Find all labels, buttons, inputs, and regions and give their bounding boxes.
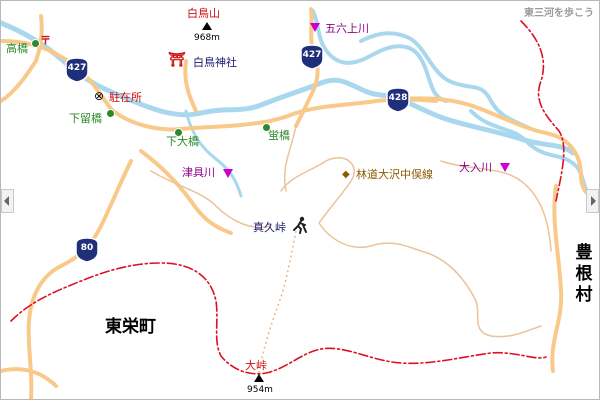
chevron-left-icon[interactable] [1, 189, 14, 213]
river-marker-icon [500, 163, 510, 172]
route-number: 427 [67, 63, 87, 73]
route-shield: 427 [64, 57, 90, 83]
road-north-branch [183, 59, 198, 113]
mountain-elevation-north: 968m [194, 33, 220, 43]
shrine-name: 白鳥神社 [193, 56, 237, 69]
forest-road-name: 林道大沢中俣線 [356, 168, 433, 181]
torii-gate-icon: ⛩ [168, 52, 186, 68]
post-office-icon: 〒 [40, 34, 51, 47]
pass-name: 真久峠 [253, 221, 286, 234]
route-shield: 80 [74, 237, 100, 263]
summit-icon [254, 374, 264, 382]
bridge-marker [174, 128, 183, 137]
hiker-icon [293, 216, 307, 234]
forest-road-osawa [280, 157, 542, 338]
road-northwest [1, 14, 44, 103]
bridge-marker [106, 109, 115, 118]
peak-elevation-south: 954m [247, 385, 273, 395]
route-number: 80 [80, 243, 94, 253]
river-name: 五六上川 [325, 22, 369, 35]
police-box-name: 駐在所 [109, 91, 142, 104]
chevron-right-icon[interactable] [586, 189, 599, 213]
river-marker-icon [310, 23, 320, 32]
bridge-marker [262, 123, 271, 132]
trail-east [440, 160, 552, 252]
bridge-name: 高橋 [6, 42, 28, 55]
trail-pass-north [283, 125, 297, 192]
site-title: 東三河を歩こう [524, 8, 594, 19]
road-east-edge [550, 184, 564, 373]
police-box-icon: ⊗ [94, 89, 105, 103]
town-name: 東栄町 [105, 317, 156, 337]
river-oiri [469, 109, 599, 203]
river-name: 津具川 [182, 166, 215, 179]
road-80-south [26, 159, 133, 399]
route-shield: 428 [385, 87, 411, 113]
village-name: 豊根村 [575, 243, 593, 305]
river-marker-icon [223, 169, 233, 178]
river-upper-east [359, 31, 533, 131]
diamond-marker-icon: ◆ [342, 169, 350, 180]
road-tsugu [139, 149, 233, 235]
boundary-toei-toyone [10, 262, 547, 375]
route-shield: 427 [299, 44, 325, 70]
peak-name-south: 大峠 [245, 359, 267, 372]
bridge-name: 下大橋 [166, 135, 199, 148]
boundary-toyone-east [520, 20, 565, 202]
mountain-name-north: 白鳥山 [187, 7, 220, 20]
trail-west-loop [150, 170, 272, 228]
river-name: 大入川 [459, 161, 492, 174]
road-south-west [1, 367, 58, 388]
summit-icon [202, 22, 212, 30]
bridge-name: 下留橋 [69, 112, 102, 125]
route-number: 428 [388, 93, 408, 103]
bridge-marker [31, 39, 40, 48]
bridge-name: 蛍橋 [268, 129, 290, 142]
hiking-trail-okutoge [258, 230, 297, 374]
route-number: 427 [302, 50, 322, 60]
river-gorogami [311, 9, 448, 103]
road-428-east [399, 96, 599, 203]
